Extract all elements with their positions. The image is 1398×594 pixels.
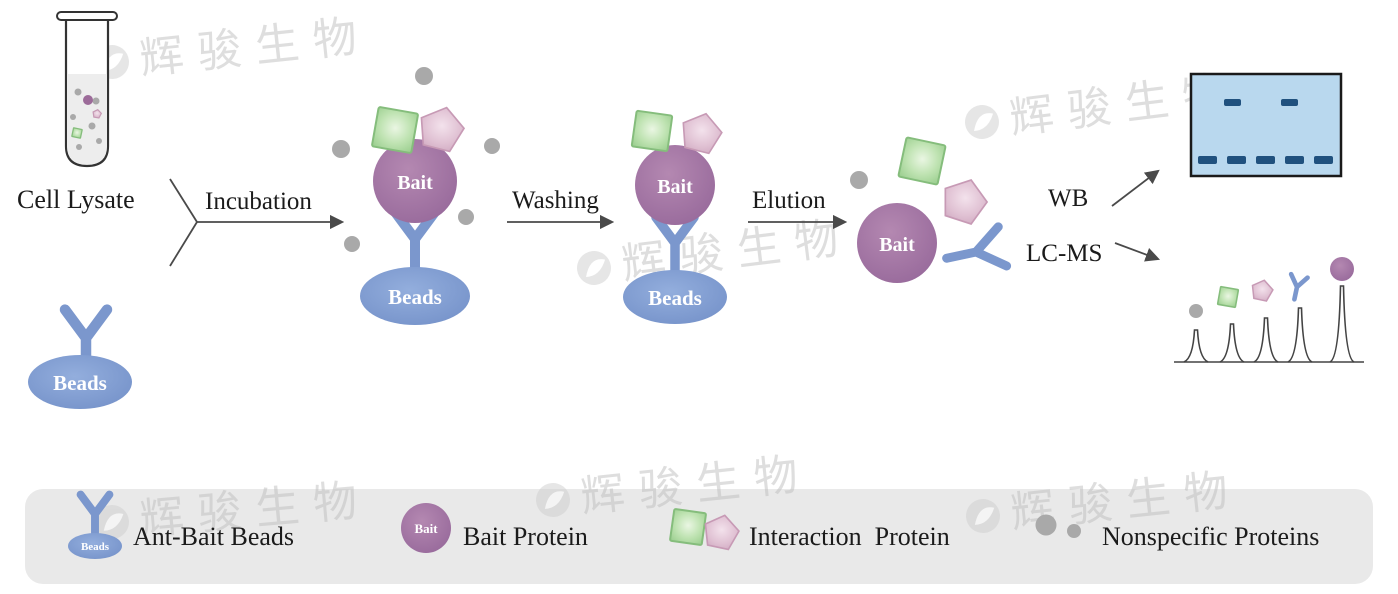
nonspecific-dot: [1189, 304, 1203, 318]
nonspecific-dot: [850, 171, 868, 189]
bait-dot: [83, 95, 93, 105]
incubation-label: Incubation: [205, 188, 312, 215]
green-square-icon: [630, 109, 674, 153]
bait-circle: [373, 139, 457, 223]
lcms-label: LC-MS: [1026, 240, 1102, 267]
wb-arrow: [1111, 169, 1160, 207]
nonspecific-dot: [1067, 524, 1081, 538]
beads-text: Beads: [648, 286, 702, 310]
chromatogram-peak: [1253, 317, 1279, 363]
legend-item-ant-bait-beads: Beads Ant-Bait Beads: [68, 495, 294, 559]
western-blot-gel: [1189, 72, 1343, 178]
legend-label: Bait Protein: [463, 522, 588, 551]
legend-item-interaction-protein: Interaction Protein: [668, 507, 950, 552]
nonspecific-dot: [484, 138, 500, 154]
watermark-logo-icon: [95, 505, 129, 539]
legend-item-nonspecific-proteins: Nonspecific Proteins: [1035, 514, 1319, 551]
watermark-logo-icon: [536, 483, 570, 517]
elution-label: Elution: [752, 187, 826, 214]
cell-lysate-tube: [56, 11, 118, 168]
legend-label: Ant-Bait Beads: [133, 522, 294, 551]
green-square-icon: [370, 105, 420, 155]
legend-item-bait-protein: Bait Bait Protein: [401, 503, 588, 553]
beads-oval: [360, 267, 470, 325]
watermark-logo-icon: [965, 105, 999, 139]
bait-text: Bait: [414, 521, 438, 536]
bait-circle: [857, 203, 937, 283]
legend-label: Nonspecific Proteins: [1102, 522, 1319, 551]
beads-oval: [68, 533, 122, 559]
beads-text: Beads: [81, 541, 110, 553]
gel-band: [1314, 156, 1333, 164]
chromatogram-peak: [1329, 285, 1355, 363]
watermark: 辉骏生物: [95, 10, 373, 85]
bait-text: Bait: [397, 172, 433, 194]
incubation-arrow: [169, 178, 345, 267]
watermark-text: 辉骏生物: [137, 10, 373, 85]
green-square-icon: [71, 127, 83, 139]
watermark-logo-icon: [966, 499, 1000, 533]
eluted-proteins: Bait: [850, 136, 1007, 283]
lcms-arrow: [1114, 242, 1161, 262]
pink-pentagon-icon: [936, 172, 993, 228]
antibody-y-icon: [1286, 274, 1307, 301]
nonspecific-dot: [1035, 514, 1057, 536]
pink-pentagon-icon: [1249, 277, 1276, 303]
bait-text: Bait: [879, 234, 915, 256]
beads-oval: [28, 355, 132, 409]
lcms-chromatogram: [1174, 257, 1364, 363]
incubation-complex: Beads Bait: [332, 67, 500, 325]
chromatogram-peak: [1183, 329, 1209, 363]
bait-circle: [1330, 257, 1354, 281]
legend-label: Interaction Protein: [749, 522, 950, 551]
anti-bait-beads: Beads: [28, 310, 132, 409]
washed-complex: Beads Bait: [623, 108, 727, 324]
gel-band: [1281, 99, 1298, 106]
nonspecific-dot: [415, 67, 433, 85]
tube-rim: [56, 11, 118, 21]
nonspecific-dot: [332, 140, 350, 158]
chromatogram-peak: [1287, 307, 1313, 363]
wb-label: WB: [1048, 185, 1088, 212]
washing-label: Washing: [512, 187, 599, 214]
gel-band: [1256, 156, 1275, 164]
gel-band: [1224, 99, 1241, 106]
bait-circle: [635, 145, 715, 225]
bait-text: Bait: [657, 176, 693, 198]
chromatogram-peak: [1219, 323, 1245, 363]
watermark-logo-icon: [577, 251, 611, 285]
cell-lysate-label: Cell Lysate: [17, 185, 135, 214]
beads-text: Beads: [388, 285, 442, 309]
nonspecific-dots: [332, 67, 500, 252]
bait-circle: [401, 503, 451, 553]
nonspecific-dot: [458, 209, 474, 225]
lysate-contents: [70, 88, 103, 150]
nonspecific-dot: [344, 236, 360, 252]
beads-oval: [623, 270, 727, 324]
green-square-icon: [668, 507, 708, 547]
green-square-icon: [1216, 285, 1240, 309]
beads-text: Beads: [53, 371, 107, 395]
antibody-y-icon: [942, 227, 1006, 278]
gel-band: [1227, 156, 1246, 164]
gel-band: [1198, 156, 1217, 164]
gel-band: [1285, 156, 1304, 164]
green-square-icon: [897, 136, 947, 186]
